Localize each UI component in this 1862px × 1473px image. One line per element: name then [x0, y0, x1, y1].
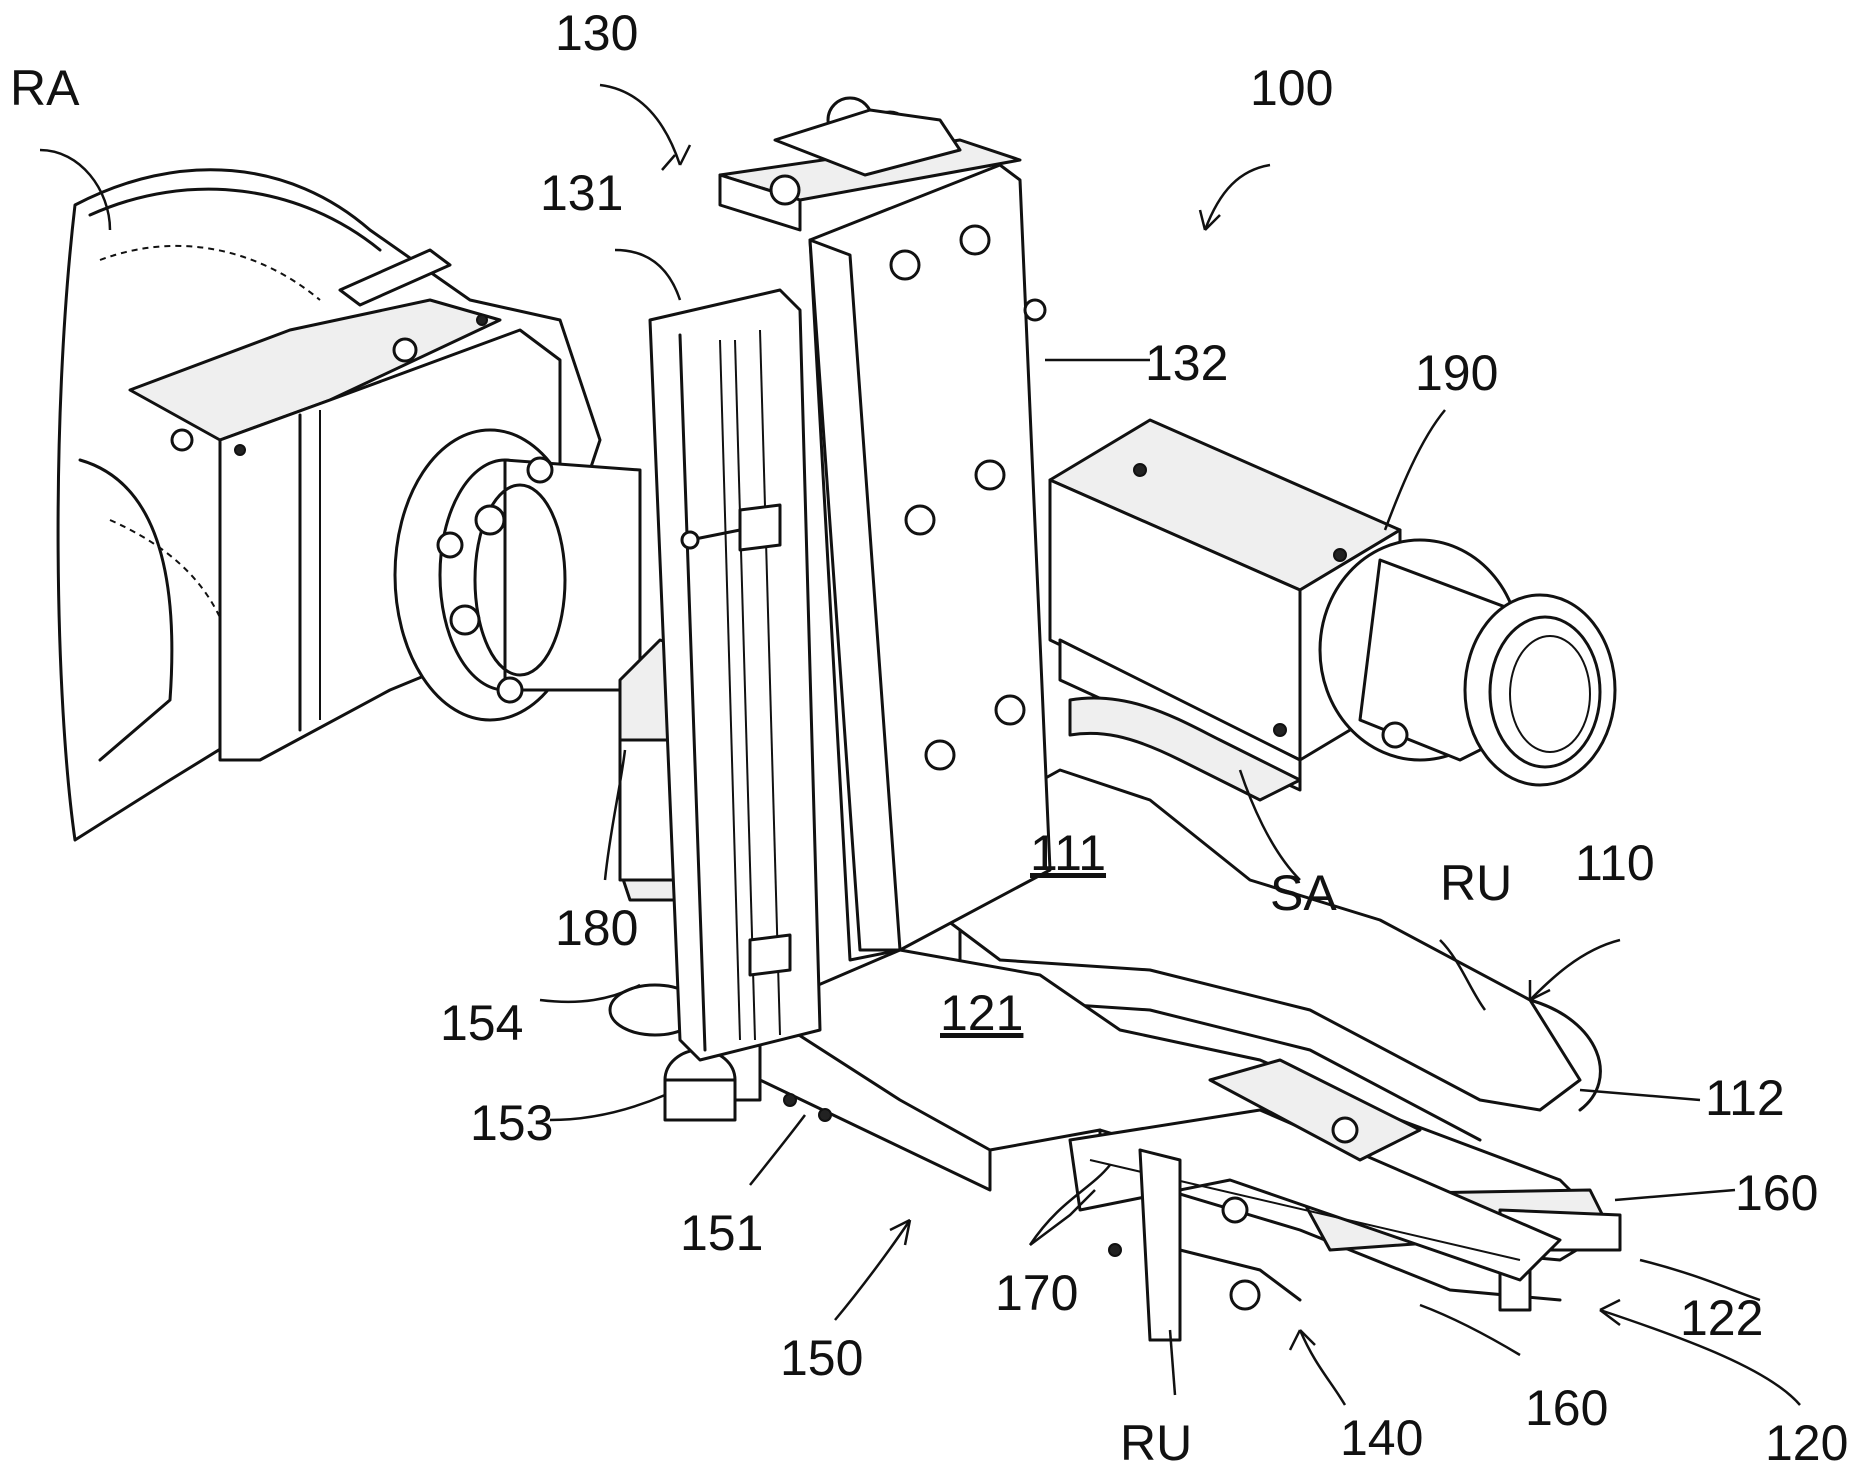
label-130: 130	[555, 5, 638, 61]
flange-adapter	[395, 430, 690, 900]
label-150: 150	[780, 1330, 863, 1386]
label-131: 131	[540, 165, 623, 221]
label-154: 154	[440, 995, 523, 1051]
label-170: 170	[995, 1265, 1078, 1321]
label-132: 132	[1145, 335, 1228, 391]
label-111: 111	[1030, 825, 1106, 881]
label-160-top: 160	[1735, 1165, 1818, 1221]
label-190: 190	[1415, 345, 1498, 401]
side-plate	[810, 165, 1050, 960]
label-ra: RA	[10, 60, 80, 116]
label-160-bottom: 160	[1525, 1380, 1608, 1436]
label-ru-bottom: RU	[1120, 1415, 1192, 1471]
camera-unit	[1050, 420, 1615, 800]
label-110: 110	[1575, 835, 1655, 891]
label-112: 112	[1705, 1070, 1785, 1126]
label-sa: SA	[1270, 865, 1337, 921]
label-ru-top: RU	[1440, 855, 1512, 911]
label-151: 151	[680, 1205, 763, 1261]
label-121: 121	[940, 985, 1023, 1041]
label-140: 140	[1340, 1410, 1423, 1466]
label-120: 120	[1765, 1415, 1848, 1471]
label-180: 180	[555, 900, 638, 956]
label-122: 122	[1680, 1290, 1763, 1346]
label-100: 100	[1250, 60, 1333, 116]
label-153: 153	[470, 1095, 553, 1151]
